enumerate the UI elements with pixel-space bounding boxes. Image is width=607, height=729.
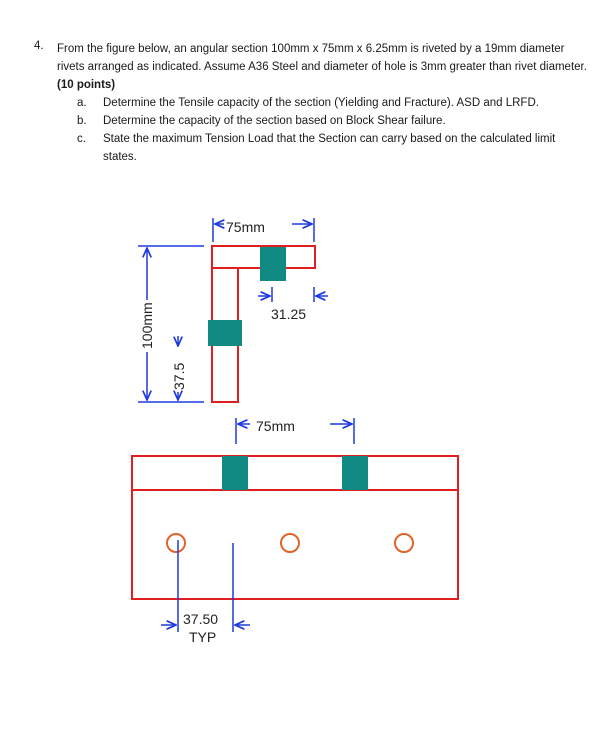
rivet-plan-1 (222, 456, 248, 490)
item-marker: b. (77, 115, 87, 127)
question-item-a: a. Determine the Tensile capacity of the… (77, 94, 587, 112)
dimension-leg: 37.5 (171, 336, 187, 400)
item-marker: c. (77, 133, 86, 145)
plan-outline (131, 455, 459, 600)
spacing-label: 75mm (256, 418, 295, 434)
edge-label: 37.50 (183, 611, 218, 627)
question-number: 4. (34, 40, 44, 52)
question-text: From the figure below, an angular sectio… (57, 40, 587, 94)
rivet-vertical-leg (208, 320, 242, 346)
item-text: State the maximum Tension Load that the … (103, 133, 556, 163)
edge-sub-label: TYP (189, 629, 216, 645)
item-text: Determine the Tensile capacity of the se… (103, 97, 539, 109)
dimension-spacing: 75mm (235, 418, 355, 444)
height-label: 100mm (139, 302, 155, 349)
question-items: a. Determine the Tensile capacity of the… (77, 94, 587, 166)
item-text: Determine the capacity of the section ba… (103, 115, 446, 127)
angle-cross-section (208, 245, 316, 403)
question-points: (10 points) (57, 79, 116, 91)
leg-label: 37.5 (171, 363, 187, 390)
dimension-edge: 37.50 TYP (161, 540, 250, 645)
angle-plan-view (131, 455, 459, 600)
rivet-top-leg (260, 247, 286, 281)
item-marker: a. (77, 97, 87, 109)
hole-1 (166, 533, 186, 553)
dimension-height: 100mm (138, 245, 204, 403)
gauge-label: 31.25 (271, 306, 306, 322)
top-width-label: 75mm (226, 219, 265, 235)
question-item-b: b. Determine the capacity of the section… (77, 112, 587, 130)
question-main-text: From the figure below, an angular sectio… (57, 43, 587, 73)
hole-3 (394, 533, 414, 553)
question-item-c: c. State the maximum Tension Load that t… (77, 130, 587, 166)
dimension-gauge: 31.25 (258, 287, 328, 322)
rivet-plan-2 (342, 456, 368, 490)
dimension-top-width: 75mm (212, 218, 315, 242)
hole-2 (280, 533, 300, 553)
